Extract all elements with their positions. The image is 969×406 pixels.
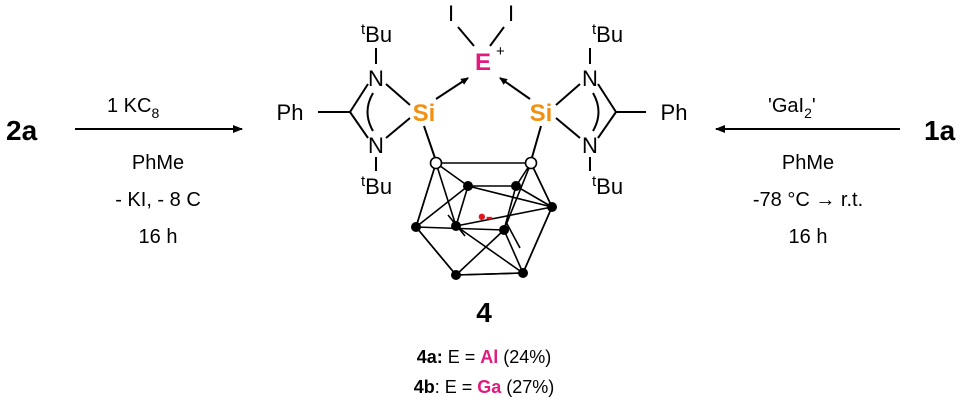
cage-boron (411, 222, 421, 232)
bond-n-c-lb (349, 111, 369, 139)
bond-n-si-lb (385, 117, 411, 139)
bond-n-si-lt (385, 83, 411, 106)
amidinate-delocalization-left (366, 92, 374, 132)
product-4a-line: 4a: E = Al (24%) (417, 347, 552, 367)
silicon-right: Si (530, 100, 553, 127)
right-solvent: PhMe (782, 152, 834, 174)
carborane-cage: •- (411, 156, 557, 280)
right-reagent: 'GaI2' (768, 95, 816, 121)
cage-boron (463, 181, 473, 191)
dative-bond-left (435, 77, 469, 100)
bond-si-c-left (423, 125, 437, 162)
bond-n-si-rt (555, 83, 581, 106)
tbu-left-top: tBu (361, 21, 392, 47)
nitrogen-right-top: N (582, 66, 598, 91)
tbu-right-bottom: tBu (592, 173, 623, 199)
bond-n-si-rb (555, 117, 581, 139)
cage-boron (518, 268, 528, 278)
bond-si-c-right (530, 125, 542, 162)
amidinate-delocalization-right (592, 92, 600, 132)
tbu-left-bottom: tBu (361, 173, 392, 199)
cage-boron (499, 225, 509, 235)
right-reagent-label: 1a (924, 115, 956, 146)
right-temperature: -78 °C → r.t. (753, 189, 863, 211)
iodine-right: I (508, 1, 514, 26)
right-time: 16 h (789, 226, 828, 248)
bond-n-c-rb (597, 111, 617, 139)
phenyl-left: Ph (277, 100, 304, 125)
cage-carbon-left (429, 156, 443, 170)
iodine-left: I (448, 1, 454, 26)
bond-n-c-lt (349, 83, 369, 113)
left-reagent-label: 2a (6, 115, 38, 146)
nitrogen-left-bottom: N (368, 133, 384, 158)
product-number: 4 (476, 297, 492, 328)
cage-boron (451, 221, 461, 231)
cation-charge: + (496, 43, 505, 60)
left-solvent: PhMe (132, 152, 184, 174)
bond-i-e-left (457, 26, 475, 47)
dative-bond-right (499, 77, 531, 100)
cage-boron (547, 202, 557, 212)
cage-carbon-right (524, 156, 538, 170)
radical-anion-marker: •- (478, 204, 493, 229)
left-reagent: 1 KC8 (107, 95, 159, 121)
tbu-right-top: tBu (592, 21, 623, 47)
cage-boron (511, 181, 521, 191)
phenyl-right: Ph (661, 100, 688, 125)
silicon-left: Si (413, 100, 436, 127)
bond-i-e-right (489, 26, 505, 47)
cage-boron (451, 270, 461, 280)
left-byproducts: - KI, - 8 C (115, 189, 201, 211)
product-4b-line: 4b: E = Ga (27%) (414, 377, 555, 397)
nitrogen-right-bottom: N (582, 133, 598, 158)
nitrogen-left-top: N (368, 66, 384, 91)
bond-n-c-rt (597, 83, 617, 113)
central-atom-e: E (475, 49, 491, 76)
left-time: 16 h (139, 226, 178, 248)
